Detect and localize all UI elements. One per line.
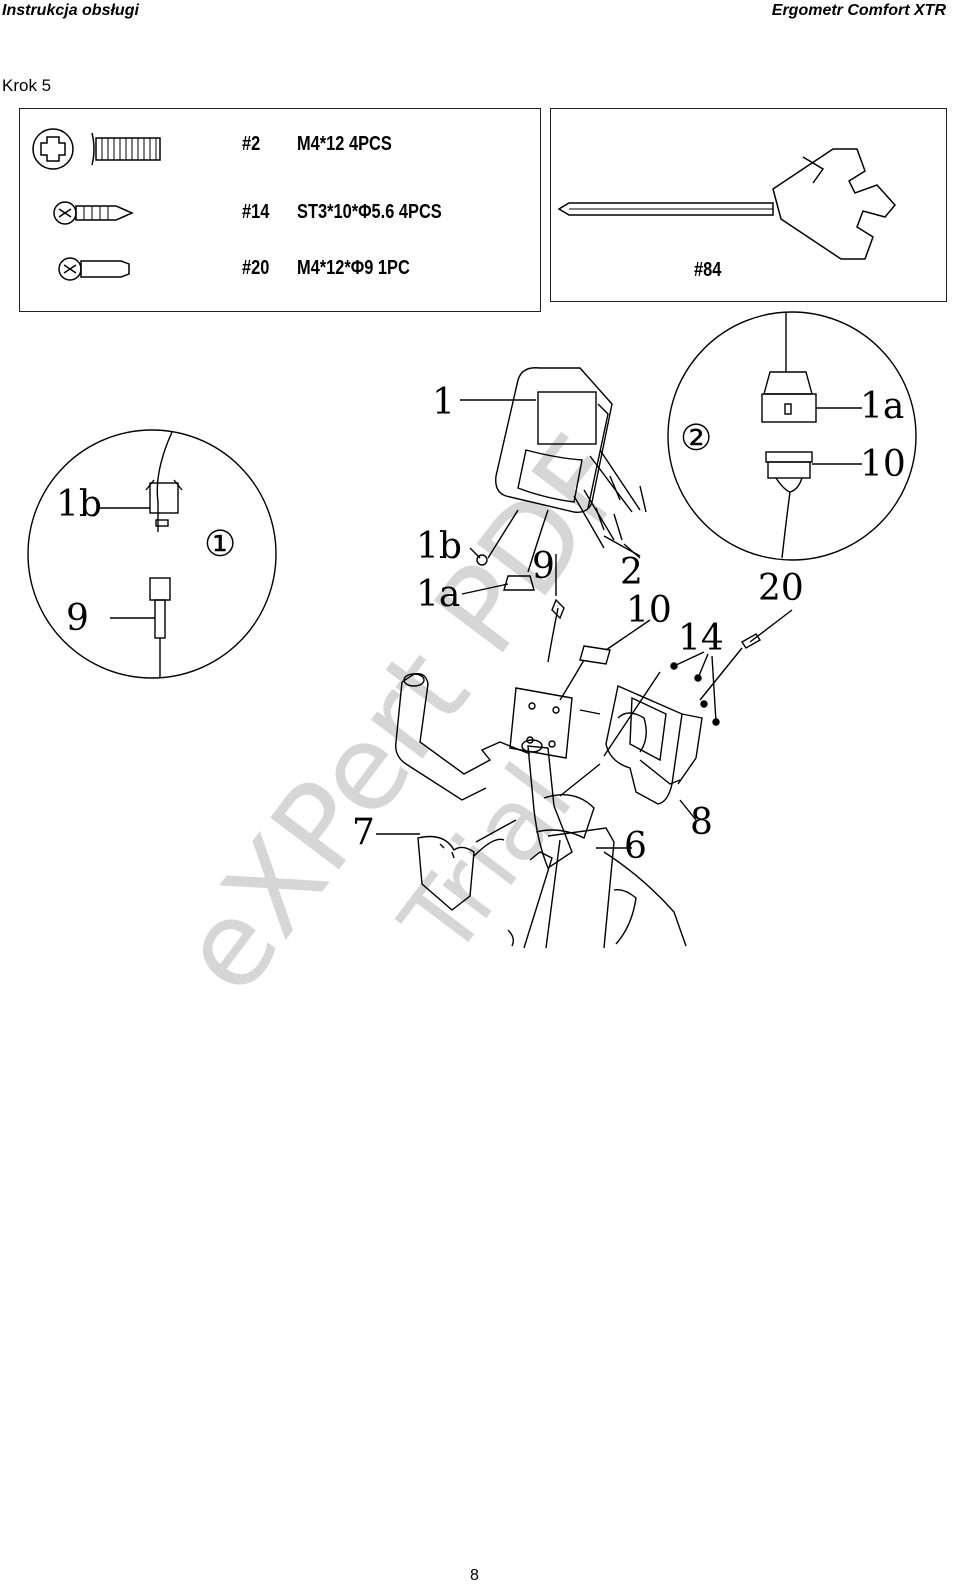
cover-part-8 — [605, 685, 703, 805]
post-part-6 — [507, 827, 687, 949]
detail2-label: ② — [680, 418, 712, 459]
screw-2-group — [595, 475, 647, 559]
wrench-screwdriver-icon — [557, 148, 896, 260]
callout-7: 7 — [352, 812, 375, 853]
assembly-diagram: 1 1b 1a 9 2 10 20 14 8 7 6 1b 9 ① 1a 10 … — [27, 311, 917, 949]
callout-20: 20 — [758, 568, 804, 609]
part-code-20: #20 — [242, 257, 270, 279]
header-right-title: Ergometr Comfort XTR — [771, 2, 946, 19]
detail1-label: ① — [204, 524, 236, 565]
detail1-callout-9: 9 — [66, 598, 89, 639]
callout-2: 2 — [620, 552, 643, 593]
callout-10: 10 — [626, 590, 672, 631]
detail-circle-2 — [667, 311, 917, 561]
header-left-title: Instrukcja obsługi — [2, 2, 139, 19]
console-part-1 — [495, 367, 613, 513]
detail2-callout-10: 10 — [860, 444, 906, 485]
callout-1b: 1b — [416, 526, 462, 567]
pan-head-screw-icon — [58, 257, 130, 281]
part-code-2: #2 — [242, 133, 261, 155]
self-tapping-screw-icon — [53, 201, 134, 225]
page-number: 8 — [470, 1567, 479, 1584]
parts-icons — [32, 128, 161, 281]
detail2-callout-1a: 1a — [860, 386, 904, 427]
part-spec-20: M4*12*Φ9 1PC — [297, 257, 410, 279]
callout-8: 8 — [690, 802, 713, 843]
part-spec-2: M4*12 4PCS — [297, 133, 392, 155]
callout-14: 14 — [678, 618, 724, 659]
step-title: Krok 5 — [2, 76, 52, 95]
callout-6: 6 — [624, 826, 647, 867]
tool-box: #84 — [550, 108, 947, 302]
cover-part-7 — [417, 835, 505, 911]
parts-list-box: #2 M4*12 4PCS #14 ST3*10*Φ5.6 4PCS #20 M… — [19, 108, 541, 312]
screw-14-group — [670, 651, 720, 726]
callout-1: 1 — [432, 382, 455, 423]
part-code-14: #14 — [242, 201, 270, 223]
handlebar — [395, 673, 595, 870]
flat-head-bolt-icon — [32, 128, 161, 170]
detail-circle-1 — [27, 429, 277, 679]
callout-1a: 1a — [416, 574, 460, 615]
callout-9: 9 — [532, 546, 555, 587]
part-spec-14: ST3*10*Φ5.6 4PCS — [297, 201, 442, 223]
tool-code: #84 — [694, 259, 722, 281]
detail1-callout-1b: 1b — [56, 484, 102, 525]
